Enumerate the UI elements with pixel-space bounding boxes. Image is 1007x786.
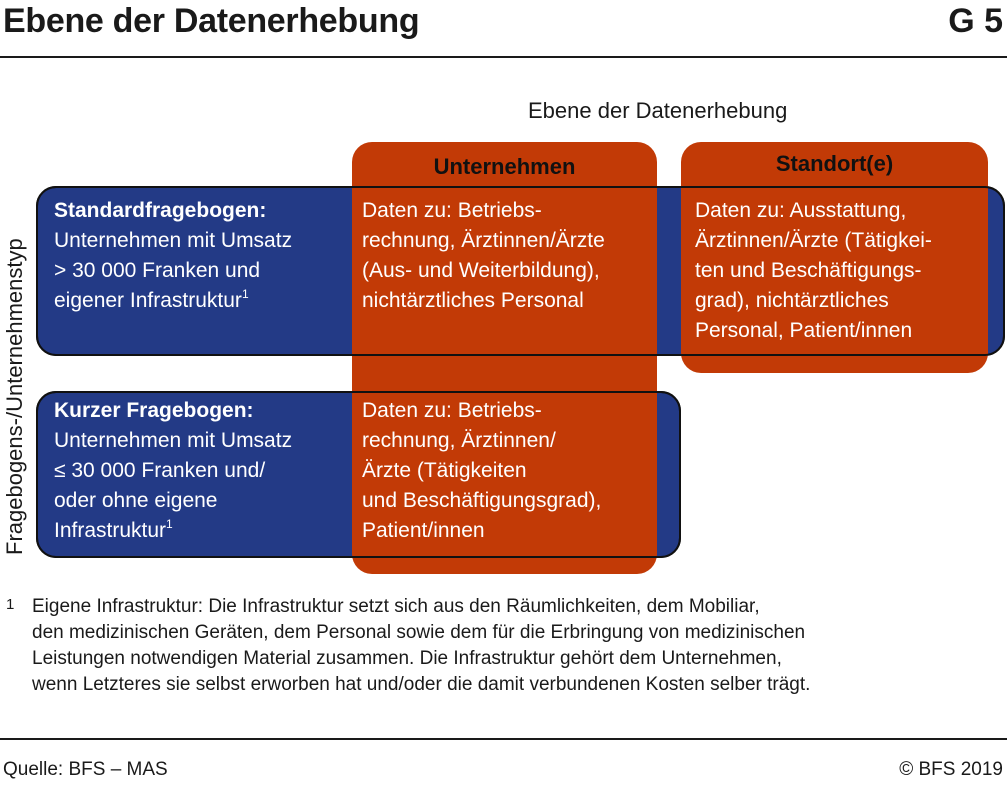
column-standort — [681, 142, 988, 373]
column-axis-label: Ebene der Datenerhebung — [528, 98, 788, 123]
figure-number: G 5 — [948, 2, 1003, 40]
page-title: Ebene der Datenerhebung — [3, 2, 420, 40]
cell-kurz-unternehmen: Daten zu: Betriebs- rechnung, Ärztinnen/… — [362, 396, 652, 546]
footnote-ref: 1 — [241, 287, 249, 301]
cell-line: rechnung, Ärztinnen/Ärzte — [362, 229, 605, 252]
footnote-line: den medizinischen Geräten, dem Personal … — [32, 622, 806, 643]
cell-line: grad), nichtärztliches — [695, 289, 889, 312]
row-title: Standardfragebogen: — [54, 199, 267, 222]
footnote-line: Leistungen notwendigen Material zusammen… — [32, 648, 782, 669]
column-heading-unternehmen: Unternehmen — [433, 154, 576, 179]
row-standardfragebogen-outline — [36, 186, 1005, 356]
row-kurzer-fragebogen-outline — [36, 391, 681, 558]
cell-line: und Beschäftigungsgrad), — [362, 489, 602, 512]
column-unternehmen — [352, 142, 657, 574]
row-line: eigener Infrastruktur1 — [54, 287, 249, 312]
row-line: oder ohne eigene — [54, 489, 218, 512]
row-title: Kurzer Fragebogen: — [54, 399, 254, 422]
cell-standard-unternehmen: Daten zu: Betriebs- rechnung, Ärztinnen/… — [362, 196, 652, 316]
footnote-ref: 1 — [166, 517, 173, 531]
copyright-note: © BFS 2019 — [899, 759, 1003, 780]
column-heading-standort: Standort(e) — [775, 151, 894, 176]
bottom-divider — [0, 738, 1007, 740]
row-line: Unternehmen mit Umsatz — [54, 229, 293, 252]
cell-line: Ärzte (Tätigkeiten — [362, 459, 527, 482]
row-line: Unternehmen mit Umsatz — [54, 429, 293, 452]
row-line: Infrastruktur1 — [54, 517, 173, 542]
footnote-text: Eigene Infrastruktur: Die Infrastruktur … — [32, 594, 992, 698]
footnote-line: Eigene Infrastruktur: Die Infrastruktur … — [32, 596, 760, 617]
cell-line: Personal, Patient/innen — [695, 319, 913, 342]
row-description-standardfragebogen: Standardfragebogen: Unternehmen mit Umsa… — [54, 196, 349, 316]
cell-line: Daten zu: Betriebs- — [362, 199, 542, 222]
cell-line: Patient/innen — [362, 519, 485, 542]
cell-line: rechnung, Ärztinnen/ — [362, 429, 556, 452]
row-line: > 30 000 Franken und — [54, 259, 261, 282]
cell-line: ten und Beschäftigungs- — [695, 259, 922, 282]
source-note: Quelle: BFS – MAS — [3, 759, 168, 780]
top-divider — [0, 56, 1007, 58]
row-description-kurzer-fragebogen: Kurzer Fragebogen: Unternehmen mit Umsat… — [54, 396, 349, 546]
cell-line: Daten zu: Betriebs- — [362, 399, 542, 422]
footnote-mark: 1 — [6, 596, 15, 613]
row-line: ≤ 30 000 Franken und/ — [54, 459, 266, 482]
cell-standard-standort: Daten zu: Ausstattung, Ärztinnen/Ärzte (… — [695, 196, 980, 346]
footnote-line: wenn Letzteres sie selbst erworben hat u… — [32, 674, 811, 695]
cell-line: (Aus- und Weiterbildung), — [362, 259, 600, 282]
cell-line: Daten zu: Ausstattung, — [695, 199, 907, 222]
cell-line: Ärztinnen/Ärzte (Tätigkei- — [695, 229, 932, 252]
row-axis-label: Fragebogens-/Unternehmenstyp — [2, 238, 27, 555]
cell-line: nichtärztliches Personal — [362, 289, 584, 312]
